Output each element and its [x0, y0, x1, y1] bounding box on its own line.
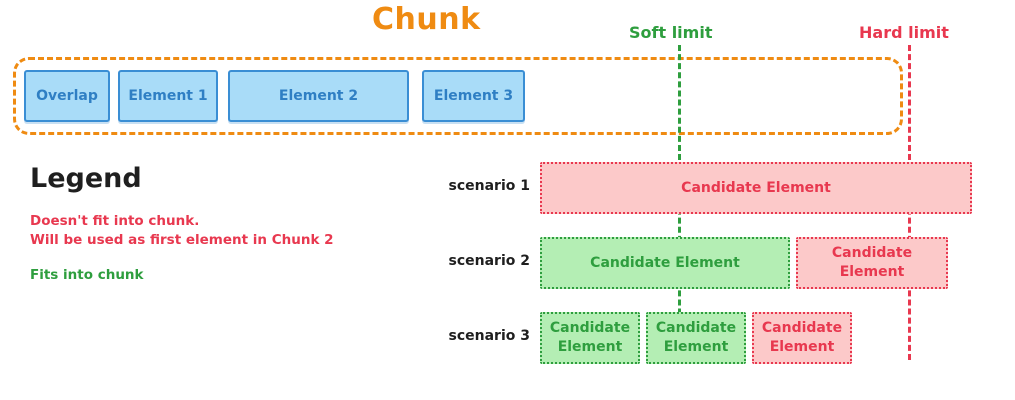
chunk-element-label: Element 1 — [128, 88, 208, 104]
chunk-element-overlap: Overlap — [24, 70, 110, 122]
chunk-element-label: Element 3 — [433, 88, 514, 104]
legend-does-not-fit-line1: Doesn't fit into chunk. — [30, 213, 200, 229]
chunk-element-label: Overlap — [36, 88, 98, 104]
candidate-element-label-line1: Candidate — [549, 320, 631, 336]
candidate-element-label-line1: Candidate Element — [681, 179, 831, 196]
scenario-label-3: scenario 3 — [448, 328, 530, 344]
candidate-element-label-line1: Candidate Element — [590, 254, 740, 271]
candidate-element-label-line2: Element — [557, 339, 623, 355]
chunk-title: Chunk — [372, 2, 481, 37]
candidate-element-label-line2: Element — [769, 339, 835, 355]
soft-limit-label: Soft limit — [629, 23, 713, 42]
scenario-label-1: scenario 1 — [448, 178, 530, 194]
chunk-element-label: Element 2 — [278, 88, 359, 104]
chunk-element-element-1: Element 1 — [118, 70, 218, 122]
candidate-element-label-line1: Candidate — [655, 320, 737, 336]
candidate-element-box: Candidate Element — [540, 162, 972, 214]
chunk-element-element-2: Element 2 — [228, 70, 409, 122]
legend-title: Legend — [30, 163, 142, 194]
chunk-element-element-3: Element 3 — [422, 70, 525, 122]
scenario-label-2: scenario 2 — [448, 253, 530, 269]
candidate-element-box: Candidate Element — [540, 237, 790, 289]
candidate-element-label-line2: Element — [663, 339, 729, 355]
chunk-container — [13, 57, 903, 135]
candidate-element-text: Candidate Element — [590, 254, 740, 273]
candidate-element-label-line1: Candidate — [831, 245, 913, 261]
legend-does-not-fit: Doesn't fit into chunk. Will be used as … — [30, 212, 334, 250]
candidate-element-text: Candidate Element — [681, 179, 831, 198]
legend-does-not-fit-line2: Will be used as first element in Chunk 2 — [30, 232, 334, 248]
hard-limit-label: Hard limit — [859, 23, 949, 42]
candidate-element-label-line1: Candidate — [761, 320, 843, 336]
legend-fits: Fits into chunk — [30, 267, 144, 283]
candidate-element-label-line2: Element — [839, 264, 905, 280]
